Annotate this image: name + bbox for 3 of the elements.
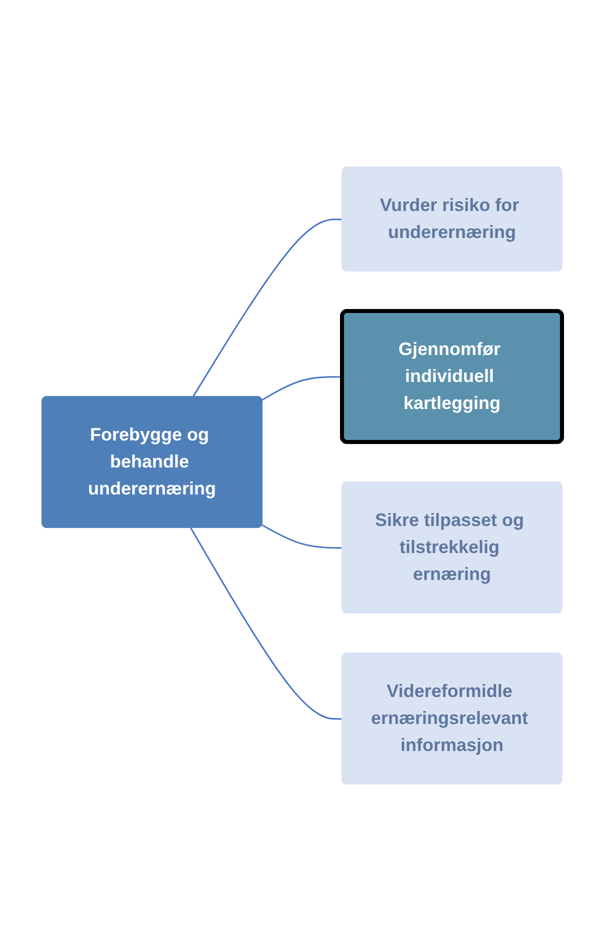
connector <box>261 524 342 549</box>
connector <box>192 218 342 398</box>
connector <box>190 528 342 720</box>
